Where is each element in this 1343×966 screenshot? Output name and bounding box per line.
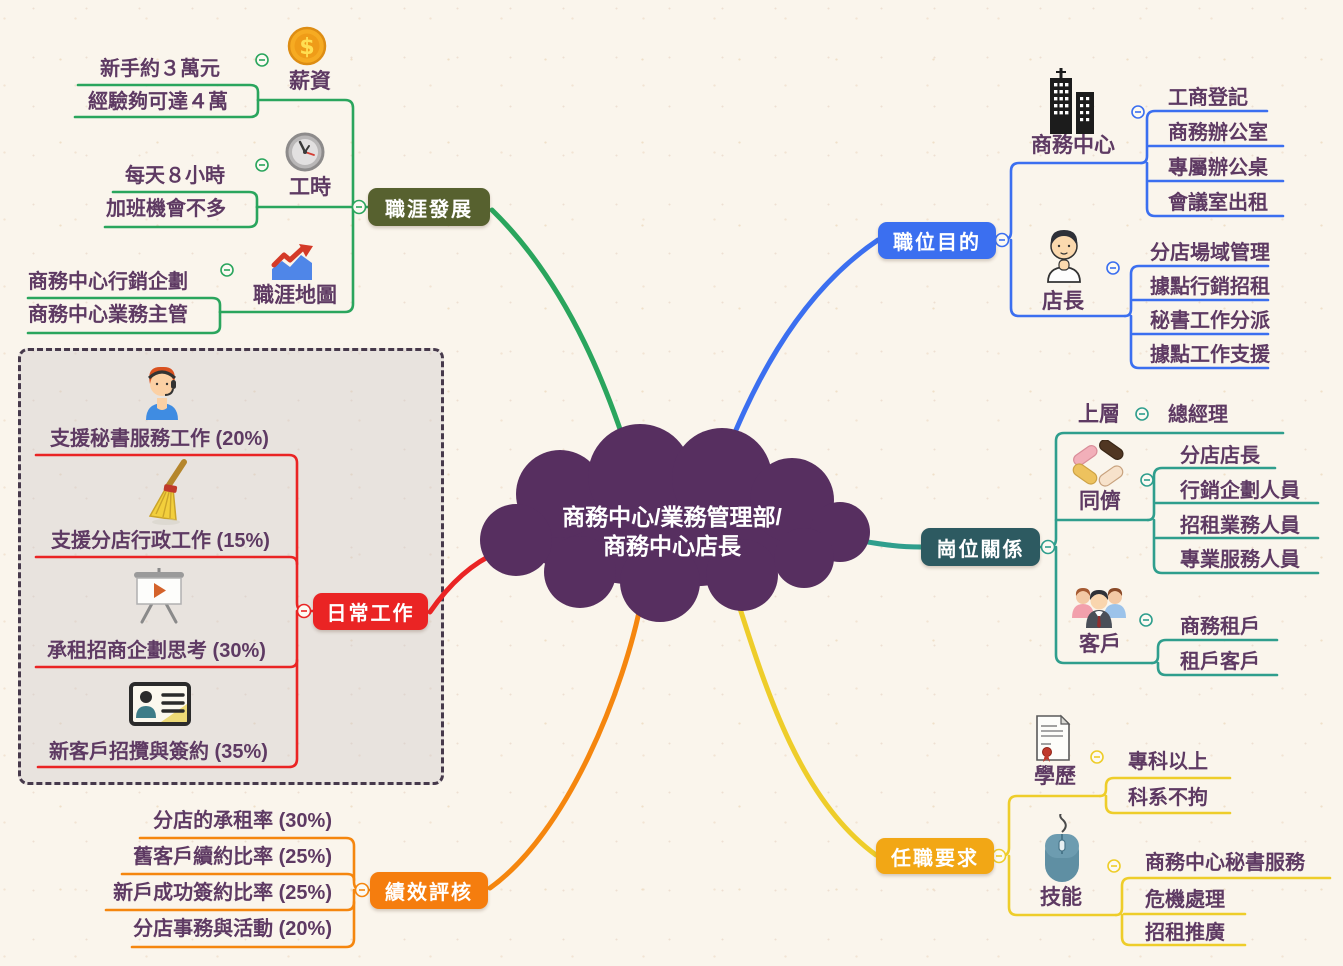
svg-text:$: $ xyxy=(299,35,314,60)
collapse-toggle-manager[interactable] xyxy=(1106,261,1120,275)
collapse-toggle-customers[interactable] xyxy=(1139,613,1153,627)
hands-icon xyxy=(1072,440,1124,487)
relations-customers-child[interactable]: 商務租戶 xyxy=(1180,616,1260,638)
collapse-toggle-education[interactable] xyxy=(1090,750,1104,764)
purpose-bizcenter-child[interactable]: 專屬辦公桌 xyxy=(1168,157,1268,179)
people-icon xyxy=(1072,588,1126,628)
career-salary-child[interactable]: 經驗夠可達４萬 xyxy=(88,91,228,113)
collapse-toggle-hours[interactable] xyxy=(255,158,269,172)
manager-icon xyxy=(1047,230,1081,283)
subtopic-skills[interactable]: 技能 xyxy=(1040,886,1082,909)
idcard-icon xyxy=(129,682,191,726)
clock-icon xyxy=(285,132,325,172)
chart-icon xyxy=(271,244,313,280)
subtopic-manager[interactable]: 店長 xyxy=(1042,290,1084,313)
certificate-icon xyxy=(1036,714,1071,762)
performance-child[interactable]: 新戶成功簽約比率 (25%) xyxy=(113,882,332,904)
topic-performance[interactable]: 績效評核 xyxy=(370,872,488,909)
collapse-toggle-upper[interactable] xyxy=(1135,407,1149,421)
requirements-branch-curve xyxy=(733,593,879,858)
relations-peers-child[interactable]: 招租業務人員 xyxy=(1180,515,1300,537)
purpose-branch-lines xyxy=(994,109,1285,370)
central-topic-line1: 商務中心/業務管理部/ xyxy=(562,504,782,530)
daily-child[interactable]: 新客戶招攬與簽約 (35%) xyxy=(49,741,268,763)
central-topic-line2: 商務中心店長 xyxy=(603,533,741,559)
daily-child[interactable]: 承租招商企劃思考 (30%) xyxy=(47,640,266,662)
purpose-manager-child[interactable]: 分店場域管理 xyxy=(1150,242,1270,264)
career-map-child[interactable]: 商務中心業務主管 xyxy=(28,304,188,326)
collapse-toggle-relations-main[interactable] xyxy=(1040,539,1056,555)
purpose-bizcenter-child[interactable]: 會議室出租 xyxy=(1168,192,1268,214)
performance-branch-curve xyxy=(487,595,645,891)
broom-icon xyxy=(148,459,187,525)
requirements-skills-child[interactable]: 商務中心秘書服務 xyxy=(1145,852,1305,874)
subtopic-education[interactable]: 學歷 xyxy=(1034,765,1076,788)
collapse-toggle-peers[interactable] xyxy=(1140,473,1154,487)
collapse-toggle-salary[interactable] xyxy=(255,53,269,67)
relations-peers-child[interactable]: 專業服務人員 xyxy=(1180,549,1300,571)
collapse-toggle-daily-main[interactable] xyxy=(296,603,312,619)
daily-work-boundary xyxy=(18,348,444,785)
subtopic-careermap[interactable]: 職涯地圖 xyxy=(253,284,337,307)
relations-upper-child[interactable]: 總經理 xyxy=(1168,404,1228,426)
purpose-manager-child[interactable]: 據點工作支援 xyxy=(1150,344,1270,366)
requirements-education-child[interactable]: 科系不拘 xyxy=(1128,787,1208,809)
career-hours-child[interactable]: 加班機會不多 xyxy=(106,198,226,220)
subtopic-salary[interactable]: 薪資 xyxy=(289,70,331,93)
subtopic-customers[interactable]: 客戶 xyxy=(1079,633,1121,656)
headset-agent-icon xyxy=(146,366,178,420)
topic-requirements[interactable]: 任職要求 xyxy=(876,838,994,874)
relations-peers-child[interactable]: 分店店長 xyxy=(1180,445,1260,467)
presentation-icon xyxy=(134,568,184,624)
performance-child[interactable]: 舊客戶續約比率 (25%) xyxy=(133,846,332,868)
purpose-manager-child[interactable]: 據點行銷招租 xyxy=(1150,276,1270,298)
topic-daily[interactable]: 日常工作 xyxy=(313,593,428,630)
collapse-toggle-career-main[interactable] xyxy=(351,199,367,215)
subtopic-hours[interactable]: 工時 xyxy=(289,176,331,199)
collapse-toggles xyxy=(220,53,1154,898)
building-icon xyxy=(1050,68,1094,134)
career-map-child[interactable]: 商務中心行銷企劃 xyxy=(28,271,188,293)
relations-peers-child[interactable]: 行銷企劃人員 xyxy=(1180,480,1300,502)
mouse-icon xyxy=(1045,814,1079,882)
requirements-education-child[interactable]: 專科以上 xyxy=(1128,751,1208,773)
career-branch-lines xyxy=(26,83,370,335)
purpose-bizcenter-child[interactable]: 商務辦公室 xyxy=(1168,122,1268,144)
collapse-toggle-bizcenter[interactable] xyxy=(1131,105,1145,119)
topic-career[interactable]: 職涯發展 xyxy=(368,188,490,226)
requirements-branch-lines xyxy=(992,776,1332,947)
topic-purpose[interactable]: 職位目的 xyxy=(878,222,996,259)
purpose-manager-child[interactable]: 秘書工作分派 xyxy=(1150,310,1270,332)
career-hours-child[interactable]: 每天８小時 xyxy=(125,165,225,187)
relations-customers-child[interactable]: 租戶客戶 xyxy=(1180,651,1260,673)
central-topic-title[interactable]: 商務中心/業務管理部/ 商務中心店長 xyxy=(562,503,782,561)
daily-child[interactable]: 支援秘書服務工作 (20%) xyxy=(50,428,269,450)
daily-child[interactable]: 支援分店行政工作 (15%) xyxy=(51,530,270,552)
collapse-toggle-careermap[interactable] xyxy=(220,263,234,277)
career-salary-child[interactable]: 新手約３萬元 xyxy=(100,58,220,80)
requirements-skills-child[interactable]: 招租推廣 xyxy=(1145,922,1225,944)
collapse-toggle-performance-main[interactable] xyxy=(354,882,370,898)
subtopic-bizcenter[interactable]: 商務中心 xyxy=(1031,134,1115,157)
requirements-skills-child[interactable]: 危機處理 xyxy=(1145,889,1225,911)
purpose-bizcenter-child[interactable]: 工商登記 xyxy=(1168,87,1248,109)
topic-relations[interactable]: 崗位關係 xyxy=(921,528,1040,566)
subtopic-peers[interactable]: 同儕 xyxy=(1079,490,1121,513)
performance-child[interactable]: 分店的承租率 (30%) xyxy=(153,810,332,832)
collapse-toggle-skills[interactable] xyxy=(1107,859,1121,873)
coin-icon: $ xyxy=(287,26,327,66)
performance-child[interactable]: 分店事務與活動 (20%) xyxy=(133,918,332,940)
subtopic-upper[interactable]: 上層 xyxy=(1078,403,1120,426)
